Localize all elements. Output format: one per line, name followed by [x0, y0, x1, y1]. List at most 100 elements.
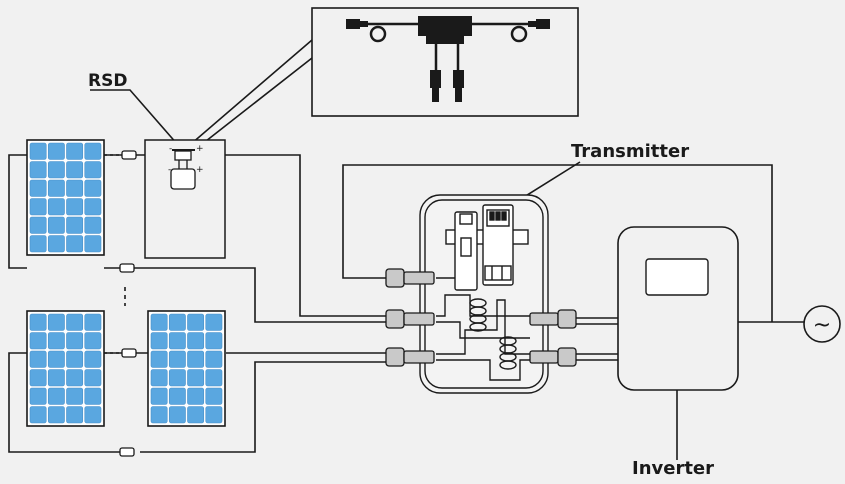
pv-cell [29, 161, 47, 179]
wire-bottom-string-bottom [140, 361, 388, 453]
pv-cell [47, 179, 65, 197]
pv-cell [84, 406, 102, 424]
pv-cell [84, 332, 102, 350]
zoom-leader-lines [183, 39, 313, 153]
pv-cell [168, 332, 186, 350]
gland-out-bottom [529, 350, 559, 364]
pv-cell [29, 406, 47, 424]
gland-transmitter [385, 268, 405, 288]
pv-cell [84, 179, 102, 197]
pv-cell [84, 235, 102, 253]
connector-bottom-return [119, 447, 135, 457]
pv-cell [205, 332, 223, 350]
pv-cell [187, 313, 205, 331]
pv-cell [66, 387, 84, 405]
rsd-panel: - + - + [144, 139, 226, 259]
combiner-box [419, 194, 549, 394]
pv-cell [29, 235, 47, 253]
pv-cell [66, 216, 84, 234]
pv-cell [29, 369, 47, 387]
rsd-zoom-inset [311, 7, 579, 117]
sine-wave-icon: ~ [813, 313, 831, 338]
gland-out-top [529, 312, 559, 326]
pv-cell [84, 387, 102, 405]
pv-cell [66, 369, 84, 387]
solar-panels [26, 139, 226, 427]
pv-cell [168, 350, 186, 368]
pv-cell [29, 332, 47, 350]
wire-top-string-top [225, 154, 388, 317]
pv-cell [47, 198, 65, 216]
pv-cell [150, 387, 168, 405]
pv-cell [187, 332, 205, 350]
pv-cell [205, 369, 223, 387]
pv-cell [66, 332, 84, 350]
rsd-leader-line [90, 89, 179, 146]
gland-pv-bottom [385, 347, 405, 367]
pv-cell [29, 350, 47, 368]
pv-cell [84, 313, 102, 331]
pv-cell [187, 369, 205, 387]
inverter [617, 226, 739, 391]
pv-cell [47, 235, 65, 253]
pv-cell [47, 350, 65, 368]
pv-cell [84, 161, 102, 179]
box-connectors [385, 268, 577, 367]
wire-bottom-string-left [8, 352, 120, 453]
solar-panel-top-left [26, 139, 105, 256]
pv-cell [47, 406, 65, 424]
wiring [8, 39, 804, 460]
rsd-minus-a: - [169, 144, 172, 154]
wire-top-string-left [8, 154, 27, 269]
pv-cell [205, 387, 223, 405]
connector-top-string [121, 150, 137, 160]
pv-cell [168, 387, 186, 405]
ac-grid-symbol: ~ [803, 305, 841, 343]
pv-cell [47, 369, 65, 387]
pv-cell [66, 161, 84, 179]
pv-cell [47, 161, 65, 179]
pv-cell [84, 216, 102, 234]
pv-cell [84, 350, 102, 368]
pv-cell [29, 387, 47, 405]
pv-cell [66, 142, 84, 160]
solar-panel-bottom-right [147, 310, 226, 427]
pv-cell [29, 142, 47, 160]
rsd-label: RSD [88, 71, 128, 91]
pv-cell [205, 406, 223, 424]
rsd-plus-a: + [196, 144, 204, 154]
rsd-device: - + - + [168, 144, 204, 190]
pv-cell [29, 179, 47, 197]
pv-cell [29, 216, 47, 234]
pv-cell [47, 387, 65, 405]
pv-cell [66, 235, 84, 253]
pv-cell [150, 332, 168, 350]
pv-cell [66, 198, 84, 216]
pv-cell [150, 350, 168, 368]
pv-cell [29, 198, 47, 216]
wire-top-string-bottom [104, 267, 388, 323]
pv-cell [150, 369, 168, 387]
pv-cell [168, 406, 186, 424]
connector-top-return [119, 263, 135, 273]
pv-cell [168, 369, 186, 387]
solar-panel-bottom-left [26, 310, 105, 427]
gland-pv-top [385, 309, 405, 329]
pv-cell [168, 313, 186, 331]
pv-cell [47, 216, 65, 234]
pv-cell [66, 406, 84, 424]
rsd-minus-b: - [168, 165, 171, 175]
pv-cell [66, 179, 84, 197]
pv-cell [66, 350, 84, 368]
rsd-plus-b: + [196, 165, 204, 175]
pv-cell [187, 387, 205, 405]
pv-cell [205, 313, 223, 331]
pv-cell [187, 406, 205, 424]
ct-coils [469, 298, 517, 370]
pv-cell [84, 198, 102, 216]
transmitter-label: Transmitter [571, 141, 690, 162]
pv-cell [205, 350, 223, 368]
pv-cell [150, 406, 168, 424]
wire-box-to-inverter-top [575, 317, 618, 325]
